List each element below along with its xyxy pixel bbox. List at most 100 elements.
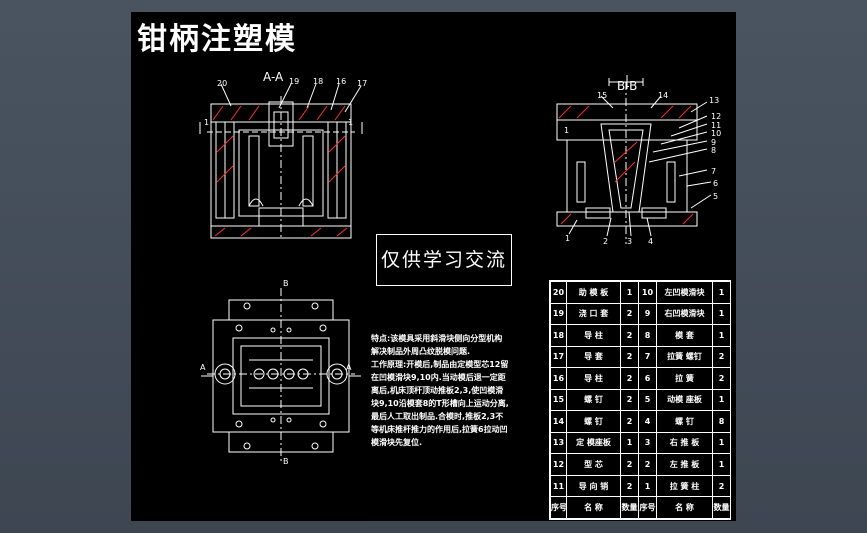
bb-label: 11 bbox=[711, 121, 722, 130]
part-qty: 数量 bbox=[712, 496, 731, 519]
drawing-title: 钳柄注塑模 bbox=[137, 22, 297, 57]
bb-label: 8 bbox=[711, 146, 717, 155]
part-name: 右 推 板 bbox=[656, 431, 713, 455]
part-number: 19 bbox=[550, 302, 567, 326]
note-line: 工作原理:开模后,制品由定模型芯12留 bbox=[371, 360, 509, 369]
section-bb-hatch bbox=[558, 105, 694, 225]
part-number: 6 bbox=[638, 367, 657, 390]
cut-mark-b: B bbox=[283, 279, 289, 288]
part-name: 名 称 bbox=[656, 496, 713, 519]
note-line: 最后人工取出制品.合模时,推板2,3不 bbox=[371, 412, 504, 421]
part-name: 导 向 销 bbox=[566, 474, 621, 498]
cut-mark-a: A bbox=[200, 363, 206, 372]
part-qty: 2 bbox=[620, 474, 639, 498]
cut-mark-one: 1 bbox=[204, 118, 210, 127]
aa-label: 20 bbox=[217, 79, 228, 88]
note-line: 模滑块先复位. bbox=[371, 438, 423, 447]
part-number: 20 bbox=[550, 281, 567, 304]
part-qty: 1 bbox=[712, 302, 731, 326]
part-qty: 1 bbox=[620, 431, 639, 455]
part-qty: 1 bbox=[712, 431, 731, 455]
part-name: 拉簧 螺钉 bbox=[656, 345, 713, 369]
part-number: 13 bbox=[550, 431, 567, 455]
part-number: 11 bbox=[550, 474, 567, 498]
bb-label: 9 bbox=[711, 138, 717, 147]
part-qty: 1 bbox=[620, 281, 639, 304]
part-name: 螺 钉 bbox=[656, 410, 713, 433]
part-name: 导 柱 bbox=[566, 367, 621, 390]
aa-label: 19 bbox=[289, 77, 300, 86]
note-line: 等机床推杆推力的作用后,拉簧6拉动凹 bbox=[371, 425, 508, 434]
part-number: 7 bbox=[638, 345, 657, 369]
note-line: 特点:该模具采用斜滑块侧向分型机构 bbox=[371, 334, 503, 343]
part-qty: 2 bbox=[620, 324, 639, 347]
part-number: 5 bbox=[638, 388, 657, 412]
aa-label: 16 bbox=[336, 77, 347, 86]
bb-label: 10 bbox=[711, 129, 722, 138]
note-line: 解决制品外周凸纹脱模问题. bbox=[371, 347, 471, 356]
part-number: 10 bbox=[638, 281, 657, 304]
bb-label: 13 bbox=[709, 96, 720, 105]
part-name: 左 推 板 bbox=[656, 453, 713, 476]
part-number: 1 bbox=[638, 474, 657, 498]
part-name: 拉 簧 柱 bbox=[656, 474, 713, 498]
part-name: 型 芯 bbox=[566, 453, 621, 476]
part-name: 螺 钉 bbox=[566, 410, 621, 433]
part-qty: 2 bbox=[712, 345, 731, 369]
note-line: 在凹模滑块9,10内.当动模后退一定距 bbox=[371, 373, 506, 382]
part-number: 序号 bbox=[550, 496, 567, 519]
part-number: 4 bbox=[638, 410, 657, 433]
table-row: 序号名 称数量序号名 称数量 bbox=[550, 496, 731, 519]
mold-drawings bbox=[199, 75, 712, 464]
bb-label: 15 bbox=[597, 91, 608, 100]
part-number: 18 bbox=[550, 324, 567, 347]
part-number: 14 bbox=[550, 410, 567, 433]
note-line: 离后,机床顶杆顶动推板2,3,使凹模滑 bbox=[371, 386, 504, 395]
bb-label: 12 bbox=[711, 112, 722, 121]
part-name: 右凹模滑块 bbox=[656, 302, 713, 326]
part-number: 16 bbox=[550, 367, 567, 390]
part-qty: 2 bbox=[620, 302, 639, 326]
part-number: 9 bbox=[638, 302, 657, 326]
part-name: 助 模 板 bbox=[566, 281, 621, 304]
part-name: 模 套 bbox=[656, 324, 713, 347]
part-number: 17 bbox=[550, 345, 567, 369]
part-name: 定 模座板 bbox=[566, 431, 621, 455]
bb-label: 14 bbox=[658, 91, 669, 100]
bb-label: 2 bbox=[603, 237, 609, 246]
part-qty: 1 bbox=[712, 388, 731, 412]
part-number: 3 bbox=[638, 431, 657, 455]
part-number: 2 bbox=[638, 453, 657, 476]
part-number: 序号 bbox=[638, 496, 657, 519]
part-qty: 1 bbox=[712, 281, 731, 304]
part-qty: 2 bbox=[712, 367, 731, 390]
part-name: 浇 口 套 bbox=[566, 302, 621, 326]
notice-box: 仅供学习交流 bbox=[376, 234, 512, 286]
part-qty: 2 bbox=[712, 474, 731, 498]
part-name: 名 称 bbox=[566, 496, 621, 519]
part-name: 导 套 bbox=[566, 345, 621, 369]
bb-label: 5 bbox=[713, 192, 719, 201]
part-name: 拉 簧 bbox=[656, 367, 713, 390]
part-number: 15 bbox=[550, 388, 567, 412]
part-name: 导 柱 bbox=[566, 324, 621, 347]
part-name: 动模 座板 bbox=[656, 388, 713, 412]
cut-mark-b: B bbox=[283, 457, 289, 466]
technical-notes: 特点:该模具采用斜滑块侧向分型机构 解决制品外周凸纹脱模问题. 工作原理:开模后… bbox=[371, 332, 553, 449]
drawing-sheet: 钳柄注塑模 A-A B-B 20 19 18 16 17 15 14 13 12… bbox=[131, 12, 736, 521]
aa-label: 18 bbox=[313, 77, 324, 86]
plan-view bbox=[201, 288, 361, 464]
part-qty: 8 bbox=[712, 410, 731, 433]
part-name: 螺 钉 bbox=[566, 388, 621, 412]
part-qty: 2 bbox=[620, 345, 639, 369]
